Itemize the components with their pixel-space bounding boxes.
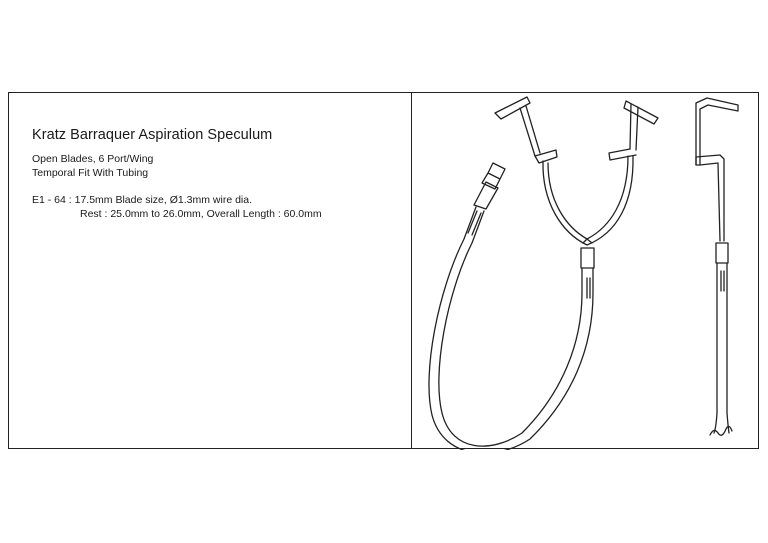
description-line-blades: Open Blades, 6 Port/Wing — [32, 153, 154, 165]
wire-frame-icon — [542, 155, 634, 246]
right-blade-icon — [623, 100, 659, 125]
aspiration-tube-icon — [428, 206, 594, 450]
left-blade-icon — [494, 96, 531, 120]
spec-line-length: Rest : 25.0mm to 26.0mm, Overall Length … — [80, 208, 322, 220]
drawing-panel — [412, 93, 760, 450]
left-stem-icon — [519, 105, 541, 157]
side-tube-cut-icon — [709, 425, 733, 436]
product-sheet: Kratz Barraquer Aspiration Speculum Open… — [8, 92, 760, 450]
speculum-front-view-icon — [428, 96, 659, 450]
right-stem-icon — [629, 103, 639, 151]
description-line-fit: Temporal Fit With Tubing — [32, 167, 149, 179]
handle-sleeve-icon — [580, 247, 595, 269]
side-tube-icon — [713, 262, 730, 434]
side-handle-sleeve-icon — [715, 242, 729, 264]
side-hook-icon — [695, 154, 725, 242]
product-title: Kratz Barraquer Aspiration Speculum — [32, 127, 273, 143]
description-panel: Kratz Barraquer Aspiration Speculum Open… — [9, 93, 411, 448]
panel-divider — [411, 93, 412, 448]
tube-connector-icon — [473, 162, 506, 210]
spec-line-size: E1 - 64 : 17.5mm Blade size, Ø1.3mm wire… — [32, 194, 253, 206]
speculum-side-view-icon — [695, 97, 739, 436]
left-hook-icon — [534, 149, 558, 164]
right-hook-icon — [608, 148, 637, 161]
side-blade-icon — [695, 97, 739, 166]
